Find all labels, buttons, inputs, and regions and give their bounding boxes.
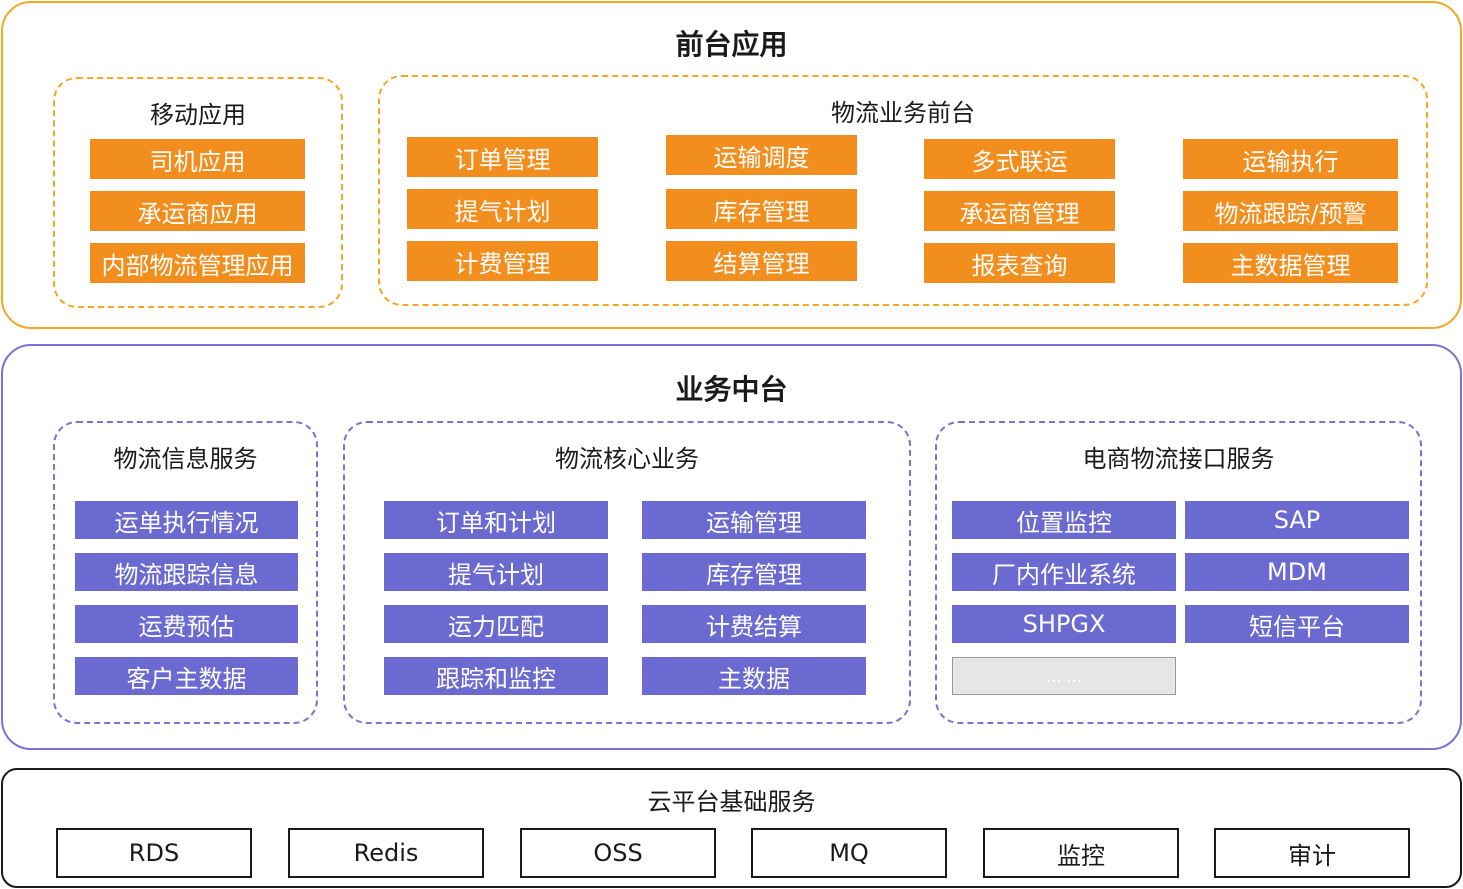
mobile-app-item: 承运商应用 [90, 191, 305, 231]
logistics-info-item: 运单执行情况 [75, 501, 298, 539]
base-layer-title: 云平台基础服务 [647, 788, 816, 816]
logistics-front-item: 订单管理 [407, 137, 598, 177]
mobile-apps-group: 移动应用 司机应用 承运商应用 内部物流管理应用 [53, 77, 343, 308]
base-service-item: 监控 [983, 828, 1179, 878]
logistics-front-item: 主数据管理 [1183, 243, 1398, 283]
ecommerce-interface-item: SHPGX [952, 605, 1176, 643]
base-service-item: 审计 [1214, 828, 1410, 878]
mobile-app-item: 司机应用 [90, 139, 305, 179]
logistics-front-item: 提气计划 [407, 189, 598, 229]
logistics-core-item: 库存管理 [642, 553, 866, 591]
logistics-front-item: 库存管理 [666, 189, 857, 229]
logistics-core-item: 订单和计划 [384, 501, 608, 539]
logistics-front-item: 计费管理 [407, 241, 598, 281]
base-service-item: RDS [56, 828, 252, 878]
mobile-apps-title: 移动应用 [150, 101, 246, 129]
ecommerce-interface-item: 位置监控 [952, 501, 1176, 539]
logistics-front-title: 物流业务前台 [831, 99, 975, 127]
logistics-info-group: 物流信息服务 运单执行情况 物流跟踪信息 运费预估 客户主数据 [53, 421, 318, 724]
logistics-core-item: 计费结算 [642, 605, 866, 643]
logistics-front-item: 运输执行 [1183, 139, 1398, 179]
logistics-front-group: 物流业务前台 订单管理 提气计划 计费管理 运输调度 库存管理 结算管理 多式联… [378, 75, 1428, 306]
middle-layer: 业务中台 物流信息服务 运单执行情况 物流跟踪信息 运费预估 客户主数据 物流核… [1, 344, 1462, 750]
ecommerce-interface-item: 厂内作业系统 [952, 553, 1176, 591]
logistics-front-item: 多式联运 [924, 139, 1115, 179]
logistics-core-item: 提气计划 [384, 553, 608, 591]
logistics-front-item: 报表查询 [924, 243, 1115, 283]
base-service-item: MQ [751, 828, 947, 878]
ecommerce-interface-item: MDM [1185, 553, 1409, 591]
middle-layer-title: 业务中台 [675, 373, 788, 406]
logistics-info-item: 客户主数据 [75, 657, 298, 695]
ecommerce-interface-group: 电商物流接口服务 位置监控 厂内作业系统 SHPGX ... ... SAP M… [935, 421, 1422, 724]
logistics-front-item: 物流跟踪/预警 [1183, 191, 1398, 231]
logistics-core-item: 运力匹配 [384, 605, 608, 643]
front-layer-title: 前台应用 [675, 28, 788, 61]
logistics-info-item: 运费预估 [75, 605, 298, 643]
base-layer: 云平台基础服务 RDS Redis OSS MQ 监控 审计 [1, 768, 1462, 888]
base-service-item: OSS [520, 828, 716, 878]
logistics-core-item: 运输管理 [642, 501, 866, 539]
front-layer: 前台应用 移动应用 司机应用 承运商应用 内部物流管理应用 物流业务前台 订单管… [1, 1, 1462, 329]
logistics-core-group: 物流核心业务 订单和计划 提气计划 运力匹配 跟踪和监控 运输管理 库存管理 计… [343, 421, 911, 724]
ecommerce-interface-item: 短信平台 [1185, 605, 1409, 643]
ecommerce-interface-title: 电商物流接口服务 [1082, 445, 1275, 473]
ecommerce-interface-more-placeholder: ... ... [952, 657, 1176, 695]
logistics-info-title: 物流信息服务 [113, 445, 258, 473]
logistics-info-item: 物流跟踪信息 [75, 553, 298, 591]
logistics-front-item: 结算管理 [666, 241, 857, 281]
mobile-app-item: 内部物流管理应用 [90, 243, 305, 283]
logistics-core-item: 主数据 [642, 657, 866, 695]
logistics-core-item: 跟踪和监控 [384, 657, 608, 695]
logistics-front-item: 运输调度 [666, 135, 857, 175]
logistics-core-title: 物流核心业务 [555, 445, 699, 473]
logistics-front-item: 承运商管理 [924, 191, 1115, 231]
base-service-item: Redis [288, 828, 484, 878]
ecommerce-interface-item: SAP [1185, 501, 1409, 539]
